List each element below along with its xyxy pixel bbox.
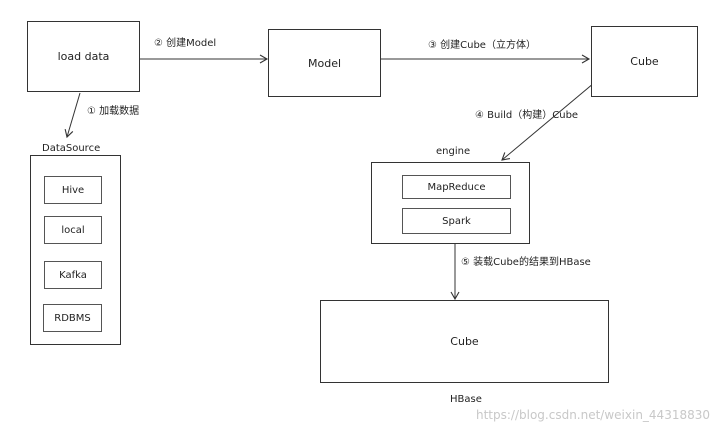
load-data-node: load data xyxy=(27,21,140,92)
datasource-item-label: Hive xyxy=(61,184,85,196)
datasource-item-kafka: Kafka xyxy=(44,261,102,289)
datasource-item-label: RDBMS xyxy=(54,312,91,324)
engine-item-mapreduce: MapReduce xyxy=(402,175,511,199)
cube-top-node: Cube xyxy=(591,26,698,97)
hbase-title: HBase xyxy=(450,394,482,405)
edge-label-load-data: ① 加载数据 xyxy=(87,106,140,117)
load-data-label: load data xyxy=(57,50,110,63)
cube-top-label: Cube xyxy=(630,55,659,68)
model-label: Model xyxy=(307,56,342,70)
edge-label-build-cube: ④ Build（构建）Cube xyxy=(475,110,579,121)
datasource-item-hive: Hive xyxy=(44,176,102,204)
model-node: Model xyxy=(268,29,381,97)
cube-bottom-label: Cube xyxy=(450,335,479,348)
edge-label-load-hbase: ⑤ 装载Cube的结果到HBase xyxy=(461,257,591,268)
edge-label-create-cube: ③ 创建Cube（立方体） xyxy=(428,40,536,51)
edge-label-create-model: ② 创建Model xyxy=(154,38,217,49)
datasource-item-label: Kafka xyxy=(59,269,87,281)
engine-title: engine xyxy=(436,146,471,157)
engine-item-label: Spark xyxy=(442,215,471,227)
watermark-text: https://blog.csdn.net/weixin_44318830 xyxy=(475,408,710,422)
datasource-item-local: local xyxy=(44,216,102,244)
engine-item-label: MapReduce xyxy=(427,181,486,193)
datasource-item-rdbms: RDBMS xyxy=(43,304,102,332)
edge-cube-to-engine-arrow xyxy=(501,77,601,161)
datasource-item-label: local xyxy=(61,224,85,236)
datasource-title: DataSource xyxy=(42,143,101,154)
hbase-cube-node: Cube xyxy=(320,300,609,383)
engine-item-spark: Spark xyxy=(402,208,511,234)
edge-load-to-datasource-arrow xyxy=(64,92,81,139)
